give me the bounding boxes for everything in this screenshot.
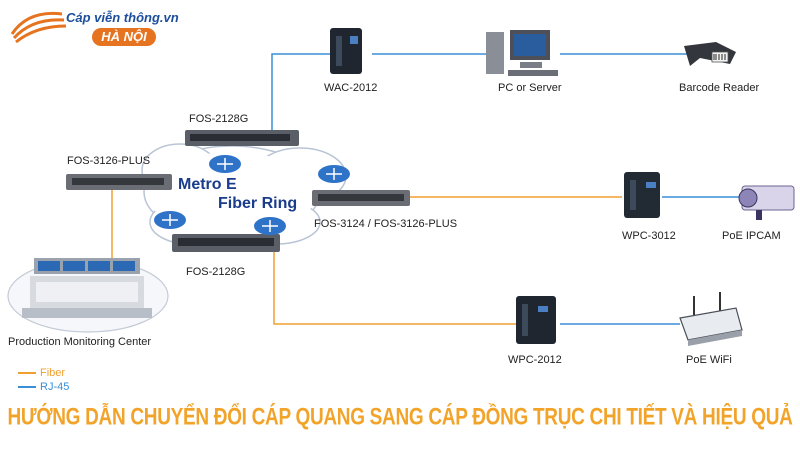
label-poe-wifi: PoE WiFi [686, 354, 732, 366]
label-wpc-2012: WPC-2012 [508, 354, 562, 366]
fiber-line-swatch [18, 372, 36, 374]
label-wac-2012: WAC-2012 [324, 82, 378, 94]
rj45-line-swatch [18, 386, 36, 388]
switch-fos-3126-plus [66, 174, 172, 190]
label-poe-ipcam: PoE IPCAM [722, 230, 781, 242]
wpc-2012-device-icon [516, 296, 556, 344]
label-wpc-3012: WPC-3012 [622, 230, 676, 242]
link-fos-wpc2012 [273, 248, 516, 325]
article-title-banner: HƯỚNG DẪN CHUYỂN ĐỔI CÁP QUANG SANG CÁP … [7, 404, 793, 431]
router-icon [318, 165, 350, 183]
legend: Fiber RJ-45 [18, 366, 69, 394]
legend-label-fiber: Fiber [40, 367, 66, 379]
switch-fos-3124 [312, 190, 410, 206]
router-icon [154, 211, 186, 229]
label-fos-3126-plus: FOS-3126-PLUS [67, 155, 151, 167]
wpc-3012-device-icon [624, 172, 660, 218]
monitoring-center-icon [7, 258, 169, 333]
label-pc-server: PC or Server [498, 82, 562, 94]
wifi-access-point-icon [679, 292, 743, 346]
switch-fos-2128g-top [185, 130, 299, 146]
switch-fos-2128g-bottom [172, 234, 280, 252]
router-icon [209, 155, 241, 173]
label-fos-2128g-bottom: FOS-2128G [186, 266, 246, 278]
logo-badge: HÀ NỘI [92, 28, 156, 46]
wac-2012-device-icon [330, 28, 362, 74]
logo-brand-text: Cáp viễn thông.vn [66, 10, 179, 25]
router-icon [254, 217, 286, 235]
ring-title-line2: Fiber Ring [218, 195, 298, 212]
label-fos-3124: FOS-3124 / FOS-3126-PLUS [314, 218, 458, 230]
label-production-monitoring-center: Production Monitoring Center [8, 336, 152, 348]
ip-camera-icon [738, 185, 795, 220]
label-fos-2128g-top: FOS-2128G [189, 113, 249, 125]
label-barcode-reader: Barcode Reader [679, 82, 760, 94]
ring-title-line1: Metro E [178, 176, 237, 193]
link-fos-wac [271, 53, 330, 132]
site-logo[interactable]: Cáp viễn thông.vn HÀ NỘI [8, 4, 188, 48]
logo-swoosh-icon [10, 11, 67, 44]
legend-item-rj45: RJ-45 [18, 380, 69, 394]
legend-label-rj45: RJ-45 [40, 381, 70, 393]
pc-server-icon [486, 30, 558, 76]
barcode-reader-icon [684, 42, 736, 66]
legend-item-fiber: Fiber [18, 366, 69, 380]
